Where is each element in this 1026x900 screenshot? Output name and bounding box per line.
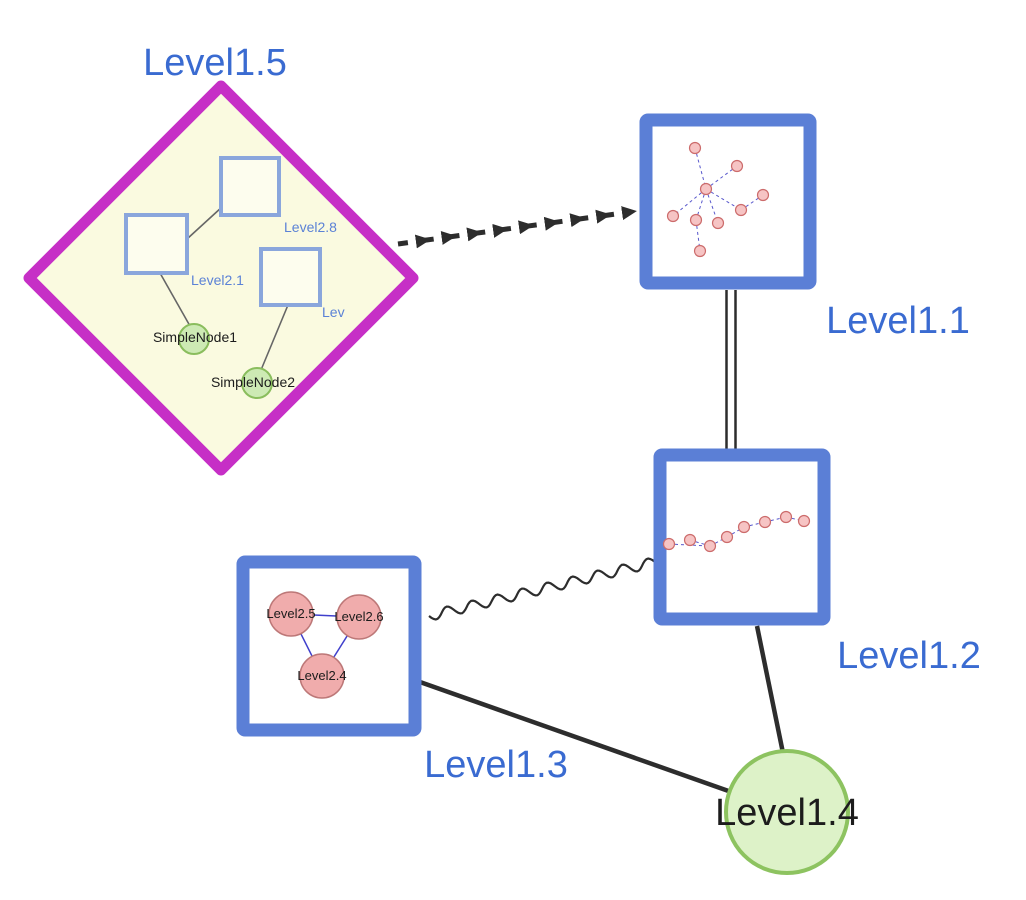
node-level1-1-label: Level1.1 [826, 300, 970, 342]
group-child-node-label: Level2.1 [191, 272, 244, 288]
group-node-level1-5-label: Level1.5 [143, 42, 287, 84]
inner-graph-edge[interactable] [694, 147, 707, 190]
level2-node-label: Level2.5 [266, 606, 315, 621]
edge-level1-3-to-level1-2[interactable] [428, 557, 656, 621]
group-child-node-label: Level2.8 [284, 219, 337, 235]
inner-graph-node[interactable] [758, 515, 772, 529]
inner-graph-node[interactable] [699, 182, 713, 196]
node-level1-3[interactable] [236, 555, 422, 737]
level2-node-label: Level2.6 [334, 609, 383, 624]
simple-node[interactable] [241, 367, 273, 399]
inner-graph-edge[interactable] [705, 188, 742, 211]
inner-graph-node[interactable] [693, 244, 707, 258]
group-child-node[interactable] [259, 247, 322, 307]
inner-graph-node[interactable] [779, 510, 793, 524]
inner-graph-node[interactable] [703, 539, 717, 553]
node-level1-4[interactable] [724, 749, 850, 875]
edge-level1-2-to-level1-4[interactable] [754, 625, 786, 754]
inner-graph-node[interactable] [688, 141, 702, 155]
group-child-node-label: Lev [322, 304, 345, 320]
inner-graph-node[interactable] [666, 209, 680, 223]
inner-graph-node[interactable] [711, 216, 725, 230]
inner-graph-node[interactable] [730, 159, 744, 173]
node-level1-4-label: Level1.4 [715, 792, 859, 834]
node-level1-1[interactable] [639, 113, 817, 290]
simple-node[interactable] [178, 323, 210, 355]
inner-graph-node[interactable] [720, 530, 734, 544]
inner-graph-node[interactable] [737, 520, 751, 534]
group-inner-edge[interactable] [186, 206, 223, 240]
node-level1-3-label: Level1.3 [424, 744, 568, 786]
level2-node[interactable] [336, 594, 382, 640]
level2-node-label: Level2.4 [297, 668, 346, 683]
edge-level1-3-to-level1-4[interactable] [419, 679, 738, 797]
level2-node[interactable] [299, 653, 345, 699]
node-level1-2[interactable] [653, 448, 831, 626]
edge-level1-5-to-level1-1[interactable] [397, 206, 637, 249]
node-level1-2-label: Level1.2 [837, 635, 981, 677]
simple-node-label: SimpleNode2 [211, 374, 295, 390]
inner-graph-node[interactable] [683, 533, 697, 547]
group-child-node[interactable] [124, 213, 189, 275]
group-inner-edge[interactable] [159, 272, 191, 327]
inner-graph-node[interactable] [689, 213, 703, 227]
inner-graph-node[interactable] [662, 537, 676, 551]
simple-node-label: SimpleNode1 [153, 329, 237, 345]
inner-graph-edge[interactable] [740, 194, 764, 211]
inner-graph-node[interactable] [797, 514, 811, 528]
inner-graph-node[interactable] [756, 188, 770, 202]
inner-graph-node[interactable] [734, 203, 748, 217]
inner-graph-edge[interactable] [705, 165, 738, 190]
group-inner-edge[interactable] [260, 304, 289, 371]
group-child-node[interactable] [219, 156, 281, 217]
level2-node[interactable] [268, 591, 314, 637]
group-node-level1-5[interactable] [23, 80, 419, 476]
inner-graph-edge[interactable] [672, 188, 707, 217]
